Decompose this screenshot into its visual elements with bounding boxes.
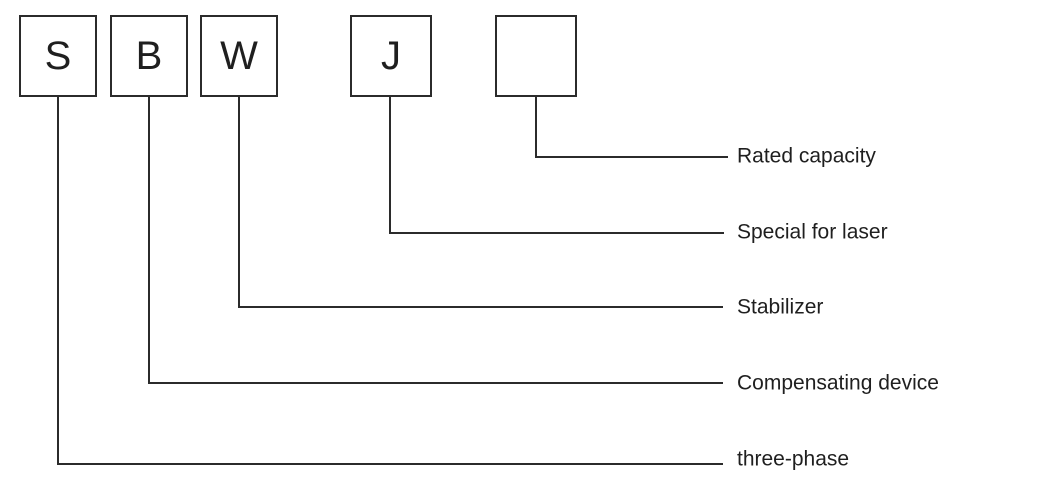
code-box-j: J (350, 15, 432, 97)
label-special-for-laser: Special for laser (737, 220, 888, 244)
code-box-capacity (495, 15, 577, 97)
code-box-w-letter: W (220, 34, 258, 78)
leader-line-stabilizer (238, 97, 723, 308)
code-box-j-letter: J (381, 34, 401, 78)
code-box-w: W (200, 15, 278, 97)
leader-line-three-phase (57, 97, 723, 465)
label-rated-capacity: Rated capacity (737, 144, 876, 168)
code-box-b: B (110, 15, 188, 97)
label-stabilizer: Stabilizer (737, 295, 824, 319)
code-box-s: S (19, 15, 97, 97)
code-box-b-letter: B (135, 34, 163, 78)
label-three-phase: three-phase (737, 447, 850, 471)
label-compensating-device: Compensating device (737, 371, 939, 395)
leader-line-rated-capacity (535, 97, 728, 158)
code-box-s-letter: S (44, 34, 72, 78)
leader-line-special-for-laser (389, 97, 724, 234)
leader-line-compensating-device (148, 97, 723, 384)
